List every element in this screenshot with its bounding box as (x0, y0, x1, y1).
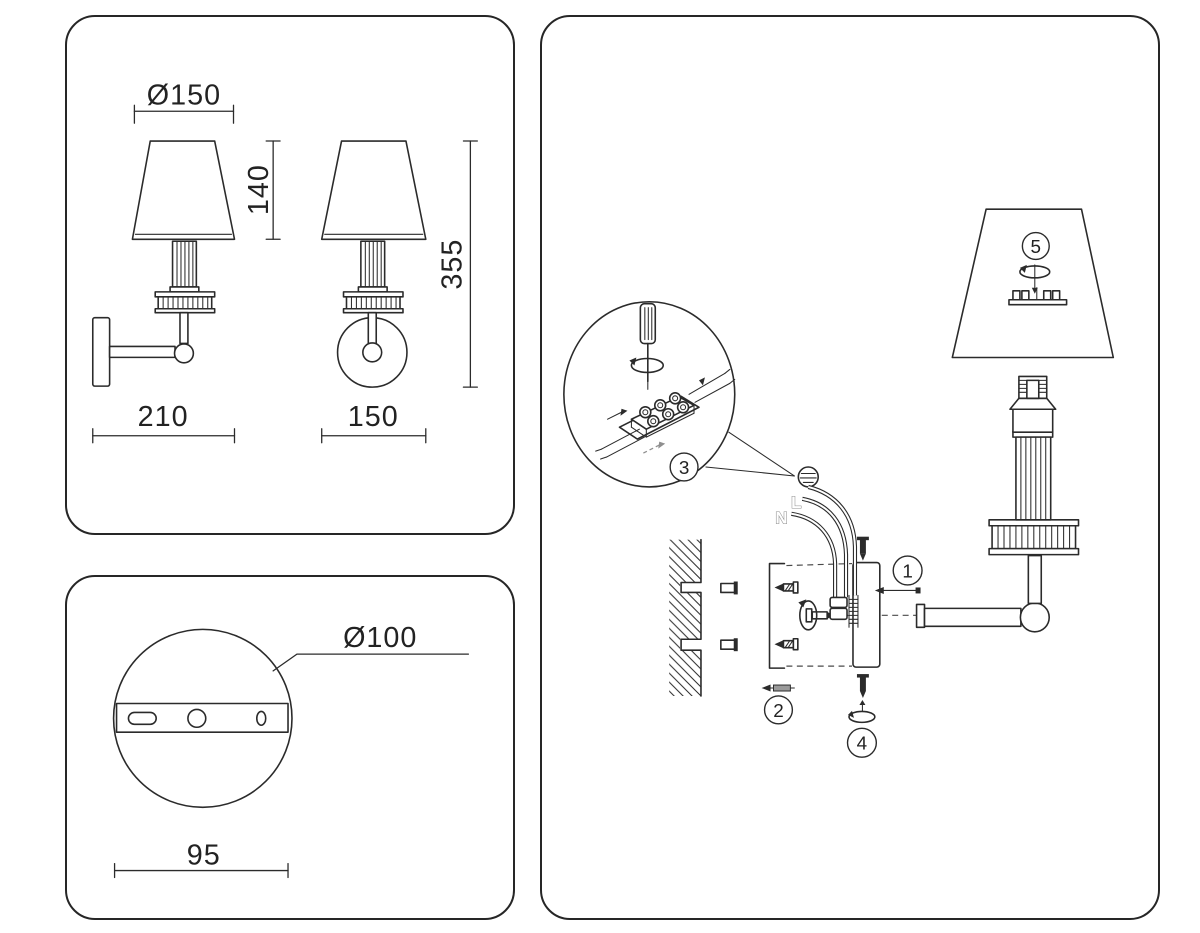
dimension-fixture-width: 150 (321, 401, 427, 444)
wall-anchor (720, 638, 738, 652)
dimensions-drawing: Ø150 140 355 210 (91, 79, 478, 444)
lamp-socket (1009, 375, 1057, 433)
lamp-shade (951, 208, 1115, 359)
mount-slot (127, 711, 157, 726)
dim-label-fixture-width: 150 (348, 401, 399, 433)
screw-direction-2 (761, 684, 795, 692)
step-label-2: 2 (773, 701, 783, 722)
assembly-drawing: 4 1 2 (563, 208, 1115, 758)
dim-label-mount-spacing: 95 (187, 840, 221, 872)
lamp-arm (915, 554, 1051, 633)
step-marker-2: 2 (763, 695, 794, 725)
terminal-screws (639, 392, 690, 428)
detail-balloon: 3 (563, 300, 795, 488)
lamp-shade-side (131, 140, 236, 241)
set-screw-bottom (848, 674, 876, 724)
sconce-front-view (320, 140, 427, 388)
ground-screw (797, 466, 820, 488)
dim-label-fixture-depth: 210 (138, 401, 189, 433)
supply-wires (791, 484, 858, 600)
mounting-screw (774, 637, 799, 651)
dimension-shade-height: 140 (243, 140, 281, 240)
backplate-panel: Ø100 95 (65, 575, 515, 920)
step-marker-5: 5 (1021, 231, 1050, 261)
set-screw-top (856, 536, 869, 561)
dimension-plate-diameter: Ø100 (272, 622, 470, 672)
ball-joint (1019, 602, 1051, 633)
step-marker-4: 4 (846, 727, 878, 758)
wall-anchor (720, 581, 738, 595)
lamp-shade-front (320, 140, 427, 241)
ball-joint-side (173, 343, 195, 364)
stem-front (367, 311, 378, 345)
step-label-4: 4 (857, 734, 867, 755)
step-label-1: 1 (902, 561, 912, 582)
dim-label-shade-height: 140 (243, 164, 275, 215)
step-marker-1: 1 (892, 555, 923, 586)
backplate-drawing: Ø100 95 (112, 622, 470, 879)
dimension-shade-diameter: Ø150 (133, 79, 235, 124)
wires-into-block (595, 368, 736, 460)
dimension-fixture-height: 355 (436, 140, 478, 388)
wall-plate-side (91, 316, 111, 387)
ribbed-stem-front (357, 240, 388, 293)
dim-label-shade-diameter: Ø150 (147, 79, 221, 111)
side-hole (256, 710, 267, 727)
ball-joint-front (362, 342, 383, 363)
collar-front (342, 291, 404, 314)
assembly-panel: 4 1 2 (540, 15, 1160, 920)
wire-label-neutral: N (775, 509, 787, 528)
dimension-fixture-depth: 210 (92, 401, 236, 444)
screwdriver-icon (629, 302, 665, 390)
dim-label-plate-diameter: Ø100 (343, 622, 417, 654)
arm-side (108, 345, 176, 359)
wire-connector (829, 594, 859, 628)
dimensions-panel: Ø150 140 355 210 (65, 15, 515, 535)
balloon-leader (705, 466, 795, 477)
projection-line (786, 563, 853, 567)
mounting-bar (115, 702, 289, 733)
sconce-side-view (91, 140, 236, 387)
step-marker-3: 3 (669, 452, 699, 482)
center-hole (187, 708, 207, 729)
shade-ring (1008, 287, 1068, 306)
finial-rotate (1019, 264, 1051, 294)
dimension-mount-spacing: 95 (113, 840, 289, 879)
terminal-block (595, 368, 736, 460)
lamp-collar (988, 518, 1080, 556)
wire-label-live: L (791, 493, 801, 512)
wall-section (669, 538, 702, 697)
collar-side (154, 291, 216, 314)
mounting-screw (774, 581, 799, 594)
step-label-3: 3 (679, 458, 689, 479)
dim-label-fixture-height: 355 (436, 239, 468, 290)
mounting-bracket (768, 562, 786, 669)
ribbed-stem-side (169, 240, 200, 293)
step-label-5: 5 (1031, 237, 1041, 258)
balloon-leader (728, 431, 795, 477)
screw-direction-1 (874, 586, 921, 594)
stem-side (179, 311, 189, 345)
ribbed-column (1012, 430, 1054, 521)
